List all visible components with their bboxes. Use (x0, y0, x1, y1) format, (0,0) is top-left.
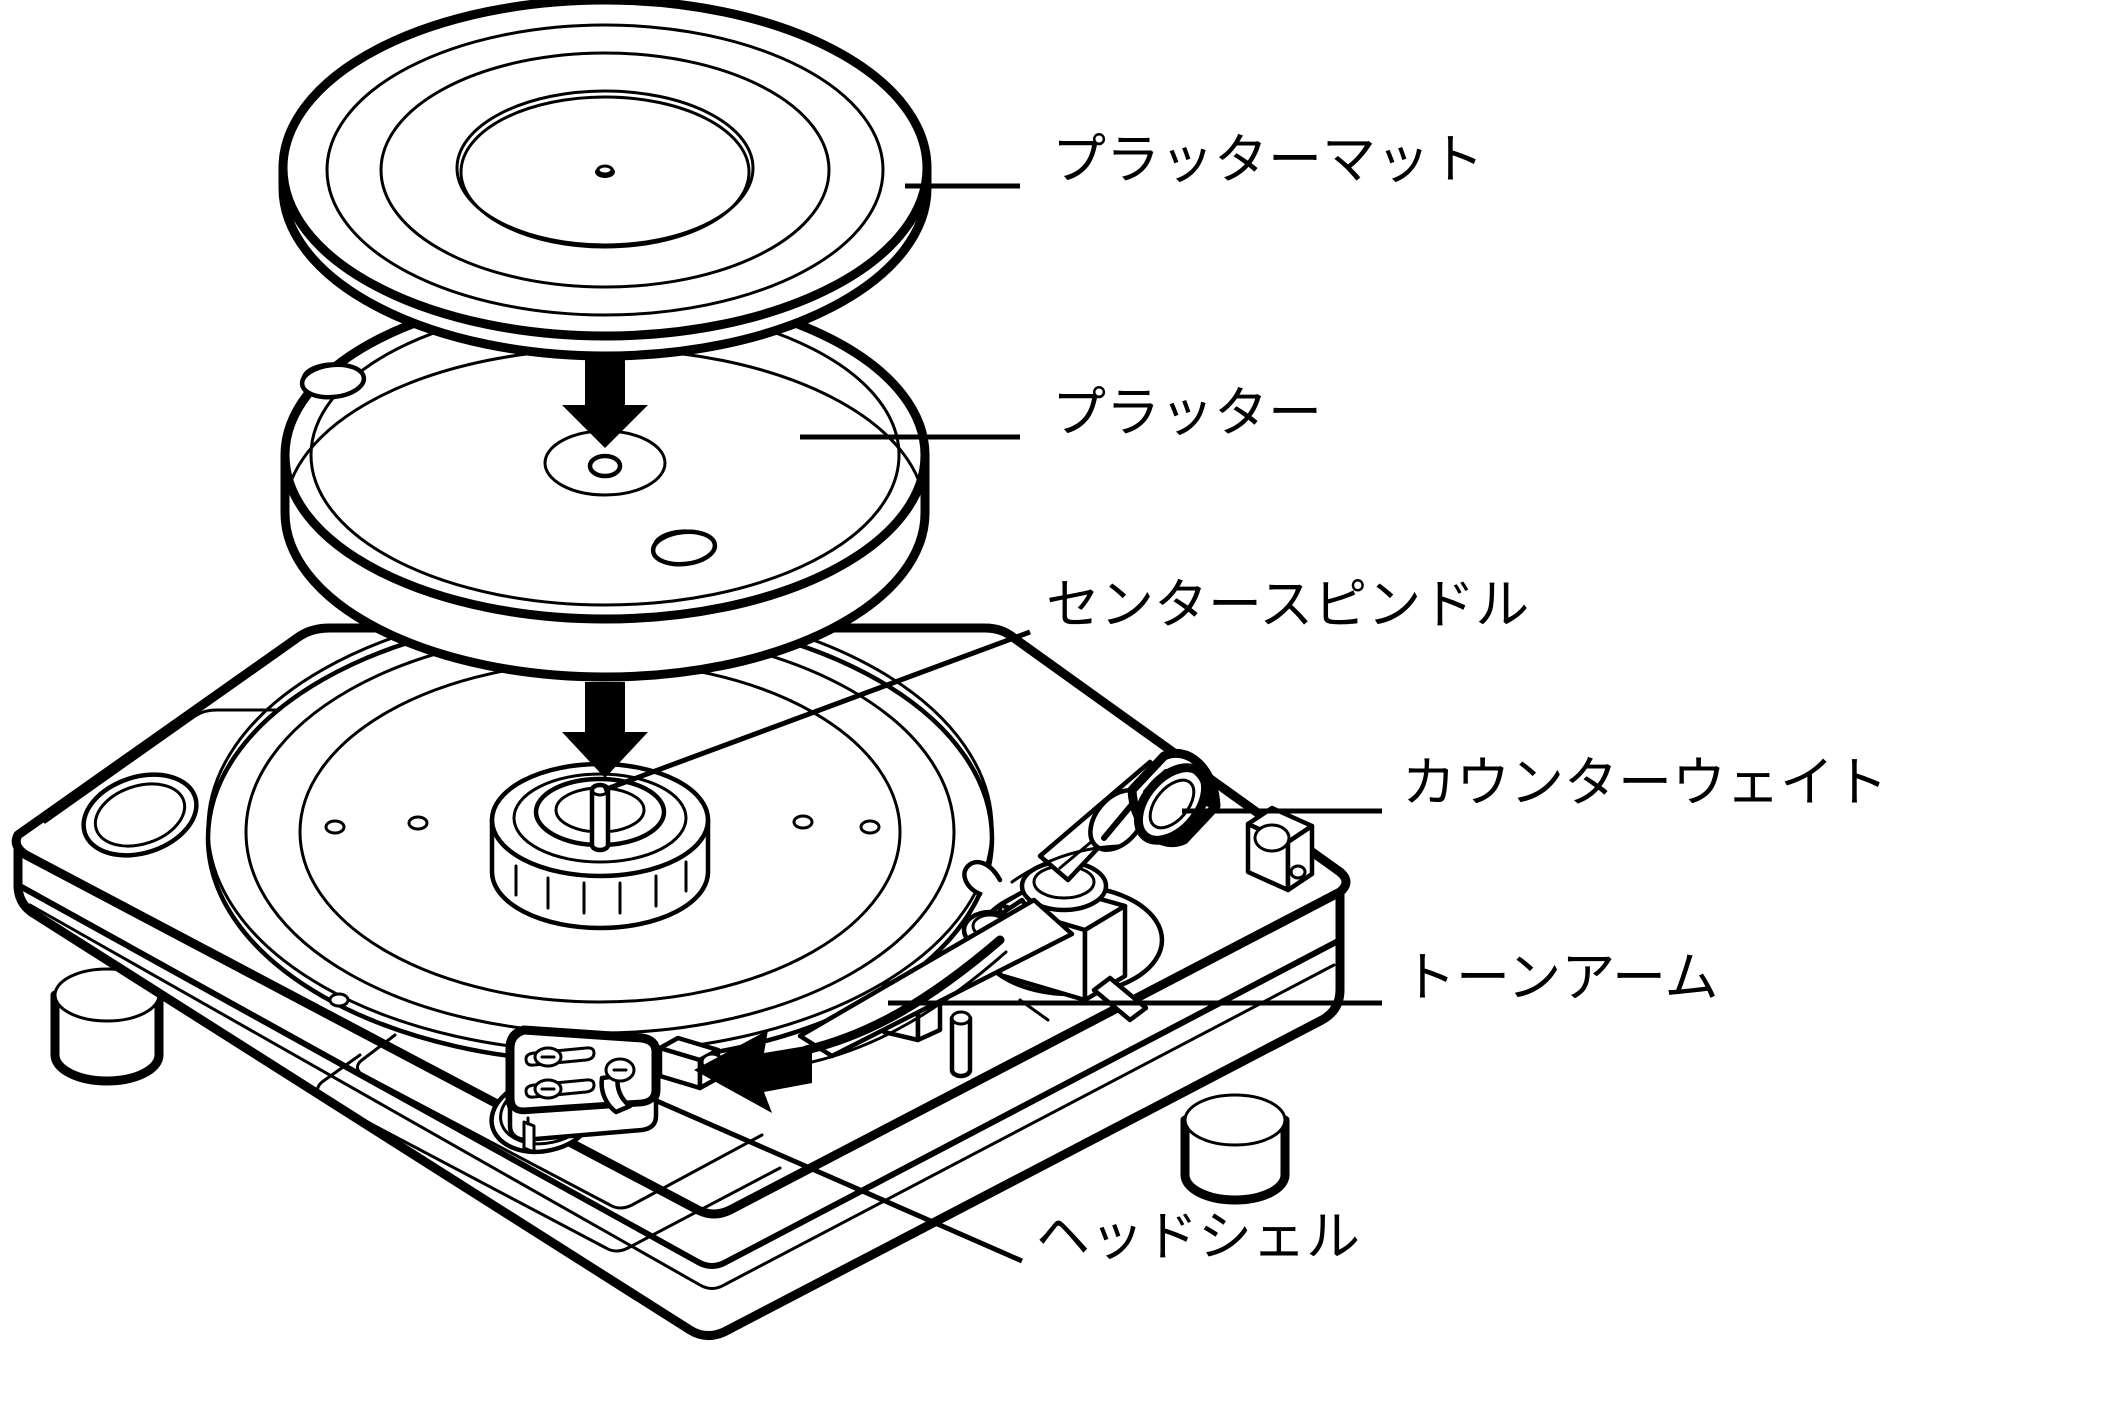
platter-spindle-hole (587, 453, 623, 479)
counterweight (1127, 748, 1221, 848)
platter-mat-ring-2 (379, 51, 831, 289)
callout-label-headshell: ヘッドシェル (1036, 1205, 1360, 1268)
arrow-platter-to-spindle (562, 682, 648, 778)
platter-access-hole-upper (299, 362, 367, 400)
platter-mat-ring-4 (459, 95, 751, 249)
plinth-foot-rear-left (50, 967, 164, 1086)
tonearm-finger-lift (962, 859, 1003, 897)
callout-label-platter-mat: プラッターマット (1052, 128, 1484, 191)
arrow-headshell-insert (694, 1030, 812, 1113)
headshell (505, 1025, 724, 1154)
plinth-group (11, 623, 1351, 1340)
callout-label-platter: プラッター (1052, 381, 1322, 444)
tonearm-assembly (797, 748, 1315, 1079)
assembly-arrows (562, 355, 812, 1113)
plinth-front-bevel (15, 882, 1343, 1269)
leader-headshell (648, 1095, 1024, 1264)
plinth-corner-ring-left (43, 708, 332, 858)
platter-mat-ring-3 (455, 89, 755, 247)
plinth-foot-right (1180, 1093, 1290, 1205)
platter-access-hole-lower (650, 529, 718, 567)
plinth-rear-bracket (1245, 805, 1315, 893)
center-spindle-pin (589, 782, 611, 853)
leader-center-spindle (603, 629, 1031, 793)
headshell-mount-screws (524, 1046, 596, 1100)
headshell-cartridge (522, 1057, 636, 1154)
spindle-hub (489, 761, 711, 931)
arrow-mat-to-platter (562, 355, 648, 448)
platter-mat-ring-1 (325, 23, 885, 317)
tonearm-wand (801, 935, 1008, 1064)
callout-label-center-spindle: センタースピンドル (1046, 573, 1530, 636)
plinth-front-bevel-2 (28, 903, 1336, 1290)
platter-mat (278, 0, 932, 361)
platter (280, 286, 930, 682)
arm-rest-post (949, 1010, 973, 1079)
tonearm-wire (1010, 844, 1120, 884)
callout-label-counterweight: カウンターウェイト (1402, 751, 1888, 814)
leader-lines (603, 183, 1382, 1264)
callout-label-tonearm: トーンアーム (1402, 946, 1719, 1009)
